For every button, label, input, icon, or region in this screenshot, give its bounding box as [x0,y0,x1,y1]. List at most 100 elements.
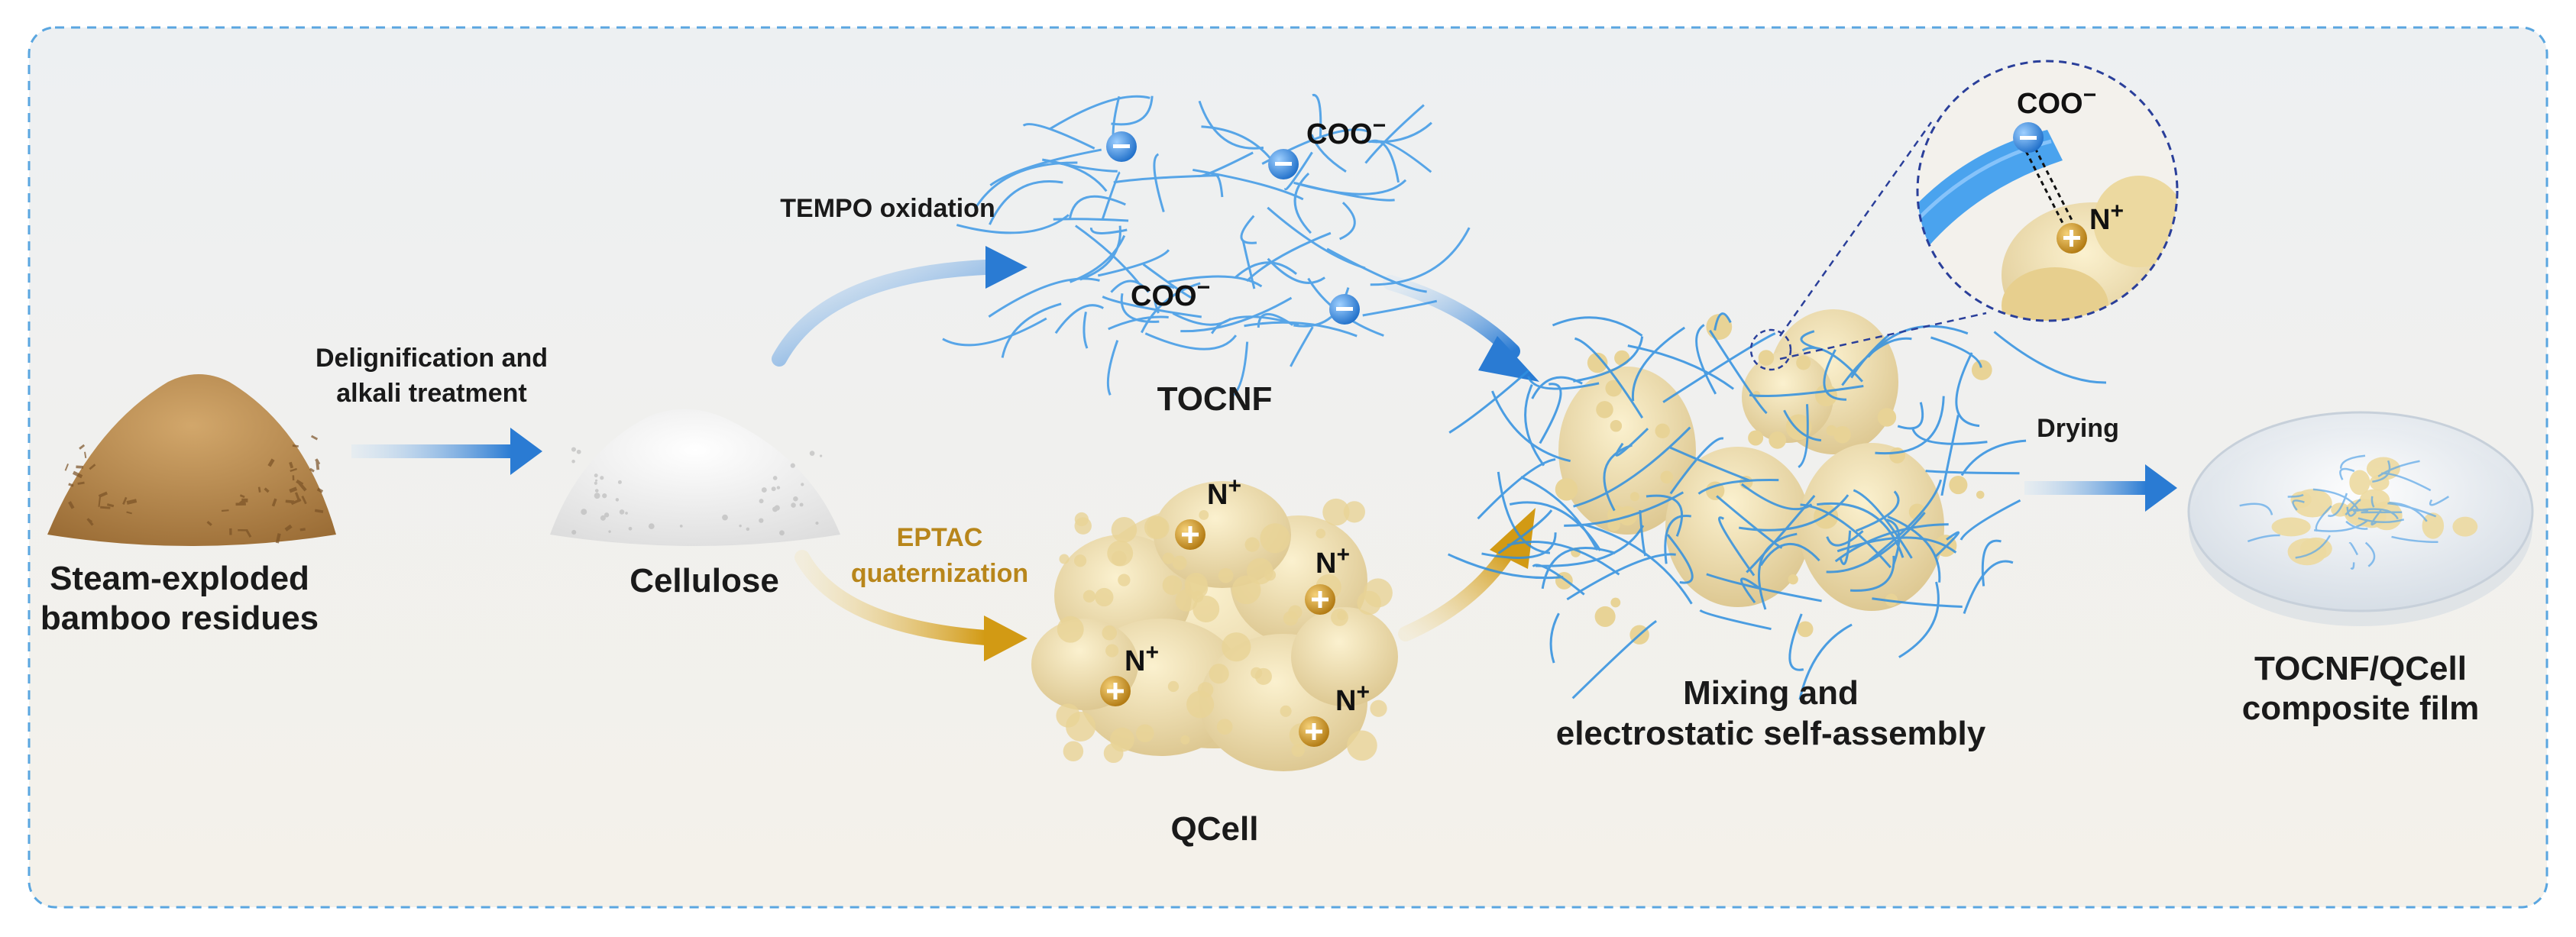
mix-flake [1614,350,1630,366]
tocnf-fiber [1290,326,1314,367]
cellulose-speck [608,530,611,533]
mix-fiber [1447,553,1564,580]
mix-fiber [1699,609,1772,631]
film-fiber [2247,534,2280,543]
arrow-drying [2024,464,2177,512]
dashed-border [28,26,2548,909]
mix-fiber [1527,376,1600,390]
bamboo-fiber-speck [294,492,301,502]
mix-flake [1605,380,1623,397]
mix-fiber [1549,612,1560,664]
film-fiber [2287,493,2304,498]
step-eptac-line2: quaternization [851,559,1028,588]
qcell-n-charge-1: + [1228,473,1241,499]
step-tempo: TEMPO oxidation [780,194,995,223]
film-fiber [2381,472,2432,492]
tocnf-fiber [1068,195,1126,220]
svg-text:N+: N+ [1207,473,1241,511]
cellulose-speck [759,518,764,523]
mixing-label-line1: Mixing and [1683,674,1859,712]
film-particle [2290,491,2312,508]
mix-fiber [1783,409,1822,442]
tocnf-fiber [1310,134,1347,173]
qcell-flake [1144,515,1168,539]
tocnf-fiber [942,317,1047,347]
mix-flake [1877,408,1897,427]
cellulose-speck [600,476,604,480]
tocnf-fiber [1370,227,1471,286]
qcell-flake [1172,555,1187,570]
tocnf-fiber [1339,202,1356,241]
mix-fiber [1897,402,1924,430]
qcell-n-label-4: N [1335,685,1356,717]
mix-fiber [1603,444,1633,512]
qcell-flake [1105,644,1119,658]
mix-fiber [1801,347,1863,383]
mix-fiber [1886,519,1901,566]
mix-qcell-particle [1665,447,1811,607]
qcell-flake [1322,498,1350,526]
mix-fiber [1541,547,1616,590]
tocnf-fiber [1196,151,1254,178]
bamboo-fiber-speck [275,533,281,544]
tocnf-fiber [1075,225,1140,284]
cellulose-speck [600,515,606,521]
background-panel [29,27,2547,907]
bamboo-fiber-speck [289,486,298,493]
film-fiber [2364,541,2376,567]
plus-charge-icon [2057,223,2087,254]
mix-fiber [1934,531,1960,557]
cellulose-speck [628,526,633,531]
step-eptac-line1: EPTAC [897,523,983,552]
mix-fiber [1740,577,1760,604]
svg-text:N+: N+ [2089,199,2124,236]
mixing-label-line2: electrostatic self-assembly [1556,715,1986,752]
tocnf-fiber [1240,215,1257,244]
svg-text:N+: N+ [1316,542,1350,580]
mix-fiber [1960,499,2021,541]
mix-fiber [1817,502,1904,558]
tocnf-fiber [956,214,1070,234]
tocnf-label: TOCNF [1157,380,1273,418]
cellulose-speck [576,449,581,454]
tocnf-fiber [1167,275,1263,288]
step-delignification-line2: alkali treatment [336,379,526,408]
bamboo-fiber-speck [239,494,245,499]
mix-fiber [1849,555,1895,592]
tocnf-fiber [1079,225,1121,281]
bamboo-fiber-speck [292,475,295,481]
mix-fiber [1993,331,2107,384]
cellulose-speck [617,480,622,484]
mix-fiber [1477,458,1556,520]
bamboo-fiber-speck [264,487,270,493]
qcell-flake [1063,741,1084,762]
mix-fiber [1963,560,2014,614]
mix-flake [1976,490,1985,499]
mix-fiber [1669,446,1751,482]
mix-fiber [1615,428,1649,457]
bamboo-fiber-speck [238,528,248,532]
mix-flake [1655,423,1670,439]
bamboo-fiber-speck [106,503,115,508]
svg-text:COO−: COO− [1131,275,1210,312]
arrow-delignification [351,428,542,475]
tocnf-minus-charges [1106,131,1360,325]
mix-fiber [1823,349,1847,401]
bamboo-fiber-speck [267,458,275,467]
mix-fiber [1741,483,1813,511]
qcell-flake [1193,596,1220,622]
mix-flake [1758,350,1775,366]
qcell-flake [1103,743,1124,764]
mix-fiber [1925,470,2020,475]
mix-flake [1555,478,1578,501]
bamboo-fiber-speck [77,481,85,485]
qcell-particle [1291,607,1398,706]
bamboo-fiber-speck [316,487,324,493]
qcell-flake [1186,690,1215,719]
tocnf-fiber [1267,257,1326,284]
tocnf-fiber [1022,123,1095,150]
mix-flake [1797,621,1814,638]
qcell-particles [1031,481,1398,771]
mix-fiber [1718,516,1756,577]
film-fiber [2348,541,2359,556]
